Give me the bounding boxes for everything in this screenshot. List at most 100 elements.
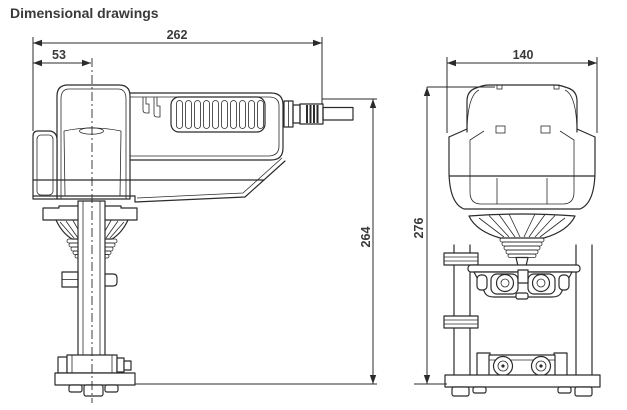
body-inner-panel <box>469 130 575 205</box>
bellows-rib <box>499 237 545 243</box>
base-foot <box>557 386 572 394</box>
base-clamp-end-cap <box>476 352 491 378</box>
flange-left-block <box>57 356 68 374</box>
dimension-53: 53 <box>33 48 91 67</box>
bracket-boss <box>495 273 515 293</box>
arrowhead-left <box>447 59 456 67</box>
arrowhead-right <box>588 59 597 67</box>
vent-slot <box>212 100 219 129</box>
head-oval-detail <box>79 127 104 135</box>
skirt-outline <box>468 213 576 239</box>
arrowhead-down <box>423 375 431 384</box>
vent-slot <box>221 100 228 129</box>
bracket-end-slot <box>558 274 570 291</box>
dimension-264: 264 <box>135 98 377 385</box>
skirt-rib <box>65 220 79 239</box>
bellows-rib <box>503 245 541 251</box>
dimension-140: 140 <box>446 48 598 133</box>
skirt-rib <box>534 215 556 238</box>
skirt-rib <box>498 214 516 238</box>
stem-tube <box>77 200 106 357</box>
connector-neck <box>292 104 301 124</box>
base-plate <box>444 374 601 388</box>
arrowhead-right <box>82 59 91 67</box>
skirt-rib <box>109 221 125 239</box>
dim-262-label: 262 <box>167 28 188 42</box>
skirt-rib <box>105 220 119 239</box>
stem-tube-outline <box>77 200 106 357</box>
flange-side-bolt <box>116 357 125 373</box>
base-bolt-inner <box>535 360 547 372</box>
bracket-boss <box>531 273 551 293</box>
head-outline <box>56 84 131 200</box>
arrowhead-left <box>33 39 42 47</box>
skirt-rib <box>508 213 521 238</box>
vent-slot <box>203 100 210 129</box>
actuator-housing-side <box>129 92 284 161</box>
base-foot <box>574 386 593 397</box>
base-bolt-dot <box>539 364 543 368</box>
housing-outline <box>129 92 284 161</box>
bracket-bottom-tab <box>515 292 529 300</box>
arrowhead-down <box>369 375 377 384</box>
stem-tabs <box>61 271 118 288</box>
arrowhead-up <box>423 87 431 96</box>
bracket-end-slot <box>476 274 488 291</box>
side-view <box>32 58 354 403</box>
dim-276-label: 276 <box>412 218 426 239</box>
cap-notch <box>553 84 560 90</box>
housing-clip <box>142 97 150 114</box>
housing-inner-outline <box>130 96 280 157</box>
body-bottom-edge <box>134 160 286 203</box>
housing-clip <box>153 97 161 118</box>
vent-slot <box>239 100 246 129</box>
skirt-rib <box>539 217 566 238</box>
vent-grille <box>170 96 266 133</box>
skirt-front <box>468 213 576 239</box>
dim-264-label: 264 <box>359 227 373 248</box>
head-face-side <box>63 130 66 197</box>
cable-connector <box>283 100 354 128</box>
valve-block <box>32 130 58 200</box>
bonnet-bracket <box>467 264 581 300</box>
top-cap-outline <box>466 84 578 133</box>
cap-shoulder-inner <box>466 89 480 130</box>
flange-plate <box>54 372 136 386</box>
skirt-rib <box>528 214 546 238</box>
arrowhead-right <box>313 39 322 47</box>
bracket-center-block <box>517 269 529 284</box>
valve-flange <box>54 354 136 397</box>
base-clamp <box>476 352 568 378</box>
body-flare <box>576 128 596 138</box>
flange-nub <box>68 384 83 393</box>
base-foot <box>472 386 487 394</box>
bellows-front <box>499 237 545 258</box>
valve-block-inner <box>36 134 54 196</box>
skirt-rib <box>478 217 505 238</box>
actuator-head <box>56 84 131 200</box>
vent-slot <box>248 100 255 129</box>
bracket-boss-inner <box>536 278 546 288</box>
stem-tab-right <box>104 273 118 287</box>
body-flare <box>448 128 468 138</box>
skirt-rib <box>59 221 75 239</box>
arrowhead-up <box>369 99 377 108</box>
actuator-body-front <box>448 84 596 210</box>
skirt-rib <box>488 215 510 238</box>
bellows-rib <box>505 249 539 255</box>
base-plate-group <box>444 374 601 397</box>
bracket-boss-inner <box>500 278 510 288</box>
vent-slot <box>230 100 237 129</box>
bellows-rib <box>501 241 543 247</box>
stem-end-nub <box>83 384 104 397</box>
body-outline <box>448 136 596 210</box>
base-bolt-dot <box>501 364 505 368</box>
vent-slot <box>194 100 201 129</box>
flange-nub <box>104 384 119 393</box>
body-bottom-edge-inner <box>136 157 283 199</box>
head-face-side <box>119 130 122 197</box>
front-view <box>443 84 601 397</box>
base-foot <box>451 386 470 397</box>
